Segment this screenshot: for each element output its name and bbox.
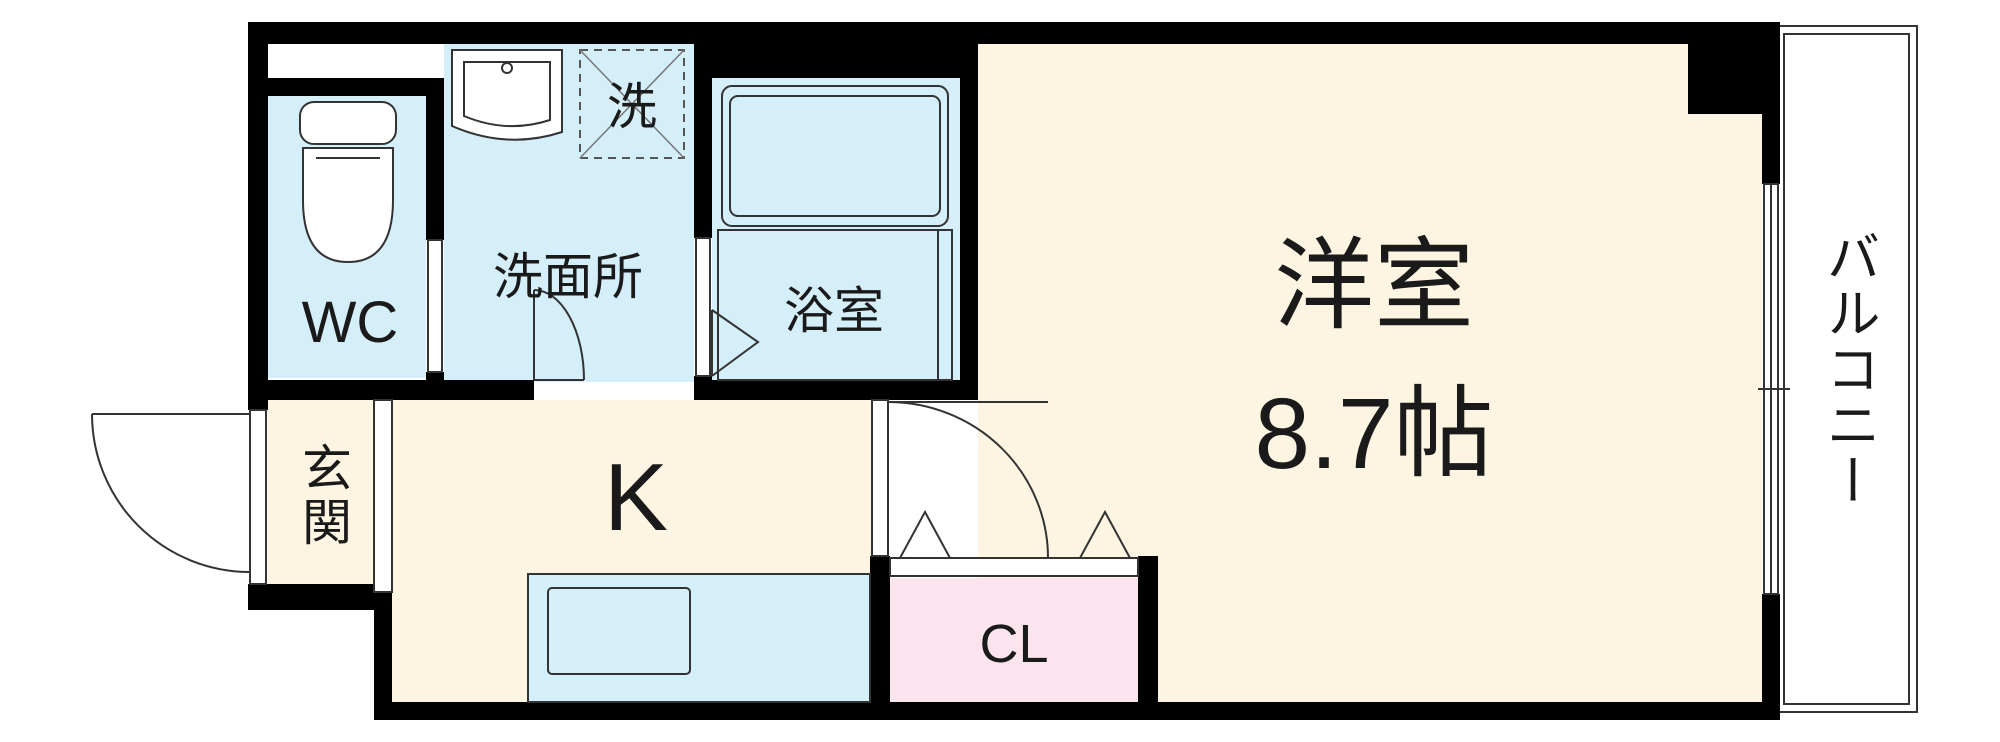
floor-fills [268,42,1762,702]
washroom-label: 洗面所 [493,249,643,305]
washroom-door [533,289,585,381]
western-room-size: 8.7帖 [1254,378,1493,490]
wash-basin-fixture [451,49,563,141]
balcony-label: バルコニー [1818,229,1878,509]
closet-floor [890,578,1138,702]
entrance-floor [268,400,378,592]
washer-label: 洗 [607,79,657,135]
walls [248,22,1780,720]
closet-doors [889,509,1139,577]
kitchen-label: K [604,444,668,551]
bathroom-door [711,309,760,377]
western-room-name: 洋室 [1274,230,1474,342]
toilet-fixture [299,101,397,264]
balcony-area [1775,25,1918,713]
window-balcony [1758,184,1790,594]
bathtub-fixture [717,85,953,381]
entrance-label: 玄関 [295,442,351,550]
western-room-door [887,401,1049,559]
bathroom-label: 浴室 [784,283,884,339]
entrance-door [91,413,251,573]
kitchen-counter-fixture [527,573,871,703]
closet-label: CL [979,614,1048,674]
washer-space [579,49,685,159]
toilet-label: WC [302,290,399,355]
